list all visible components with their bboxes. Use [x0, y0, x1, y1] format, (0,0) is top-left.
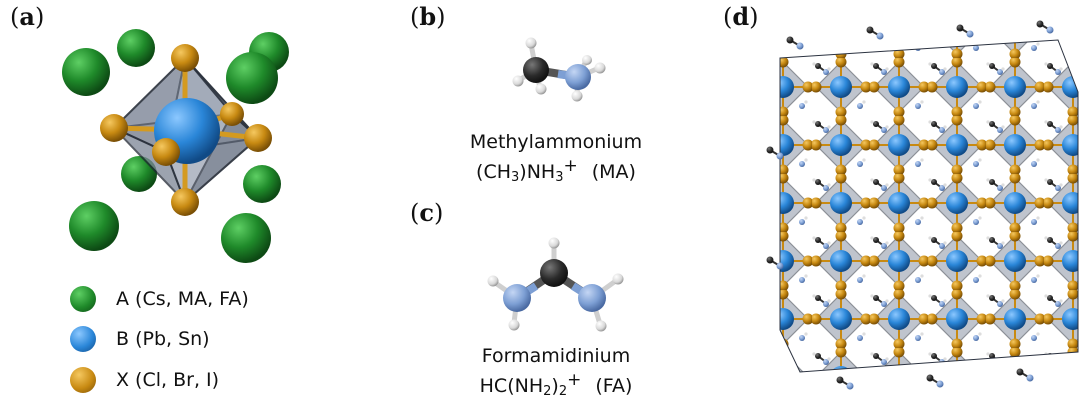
hydrogen-atom [525, 37, 537, 49]
formamidinium-formula: HC(NH2)2+(FA) [479, 370, 633, 399]
panel-label-d: (d) [723, 2, 759, 31]
a-site-sphere [243, 165, 281, 203]
methylammonium-name: Methylammonium [469, 131, 643, 153]
perovskite-unit-cell [62, 29, 289, 263]
methylammonium-formula: (CH3)NH3+(MA) [476, 156, 636, 185]
legend-item-a-site: A (Cs, MA, FA) [70, 284, 249, 314]
panel-label-a: (a) [10, 2, 45, 31]
hydrogen-atom [594, 62, 606, 74]
a-site-sphere [221, 213, 271, 263]
legend-item-x-site: X (Cl, Br, I) [70, 365, 219, 395]
hydrogen-atom [508, 319, 520, 331]
x-site-sphere [100, 114, 128, 142]
x-site-sphere [244, 124, 272, 152]
hydrogen-atom [571, 90, 583, 102]
nitrogen-atom [503, 284, 531, 312]
carbon-atom [523, 57, 549, 83]
formamidinium-caption: Formamidinium HC(NH2)2+(FA) [426, 344, 686, 401]
panel-label-b: (b) [410, 2, 446, 31]
legend-x-site-swatch [70, 367, 96, 393]
methylammonium-caption: Methylammonium (CH3)NH3+(MA) [426, 130, 686, 190]
legend-label: B (Pb, Sn) [116, 328, 210, 350]
x-site-sphere [171, 44, 199, 72]
legend-b-site-swatch [70, 326, 96, 352]
a-site-sphere [117, 29, 155, 67]
a-site-sphere [121, 156, 157, 192]
a-site-sphere [62, 48, 110, 96]
a-site-sphere [69, 201, 119, 251]
formamidinium-molecule [487, 237, 624, 332]
x-site-sphere [171, 188, 199, 216]
legend-item-b-site: B (Pb, Sn) [70, 324, 210, 354]
methylammonium-molecule [512, 37, 606, 102]
a-site-sphere [226, 52, 278, 104]
perovskite-bulk-lattice [766, 20, 1079, 390]
legend-a-site-swatch [70, 286, 96, 312]
x-site-sphere [152, 138, 180, 166]
panel-label-c: (c) [410, 198, 444, 227]
formamidinium-name: Formamidinium [481, 345, 631, 367]
nitrogen-atom [565, 64, 591, 90]
hydrogen-atom [595, 320, 607, 332]
legend-label: X (Cl, Br, I) [116, 369, 220, 391]
hydrogen-atom [612, 273, 624, 285]
legend-label: A (Cs, MA, FA) [116, 288, 249, 310]
hydrogen-atom [548, 237, 560, 249]
hydrogen-atom [582, 55, 592, 65]
nitrogen-atom [578, 284, 606, 312]
x-site-sphere [220, 102, 244, 126]
hydrogen-atom [487, 275, 499, 287]
hydrogen-atom [535, 83, 547, 95]
hydrogen-atom [512, 75, 524, 87]
carbon-atom [540, 259, 568, 287]
